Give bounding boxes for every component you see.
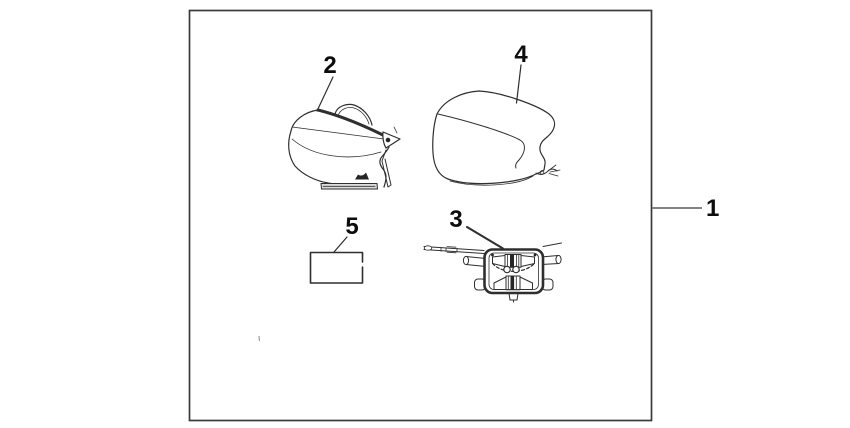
bag-drawstring-tassels <box>547 164 561 177</box>
callout-2-leader-line <box>316 76 334 112</box>
bag-bottom-hem <box>449 175 534 186</box>
case-front-edge <box>379 146 390 188</box>
callout-2: 2 <box>316 52 337 112</box>
case-lid-band <box>316 108 389 139</box>
kit-frame-border <box>188 9 653 422</box>
callout-3-number: 3 <box>449 206 462 233</box>
bracket-upper-clamp-stripe <box>510 254 514 268</box>
bag-outline <box>432 90 556 185</box>
case-crease-line <box>291 138 382 158</box>
callout-2-number: 2 <box>323 52 336 79</box>
callout-3: 3 <box>449 206 505 250</box>
bracket-crossbar-left-cap <box>462 255 470 266</box>
callout-1: 1 <box>652 195 719 222</box>
callout-4-number: 4 <box>514 41 528 68</box>
case-lock <box>382 131 401 149</box>
part-inner-bag <box>432 90 561 186</box>
bracket-crossbar-right-cap <box>555 254 562 265</box>
bracket-right-lead <box>542 242 562 247</box>
callout-3-leader-line <box>465 225 505 250</box>
part-blank-label <box>309 251 364 284</box>
case-seam-line <box>291 126 385 140</box>
case-strap <box>381 149 392 188</box>
case-handle <box>334 103 373 126</box>
callout-5-number: 5 <box>345 213 358 240</box>
bracket-screw-left <box>491 253 494 257</box>
bracket-roller-left <box>503 265 511 274</box>
bracket-lower-clamp-stripe <box>510 276 515 290</box>
part-top-box-case <box>288 103 401 190</box>
bracket-rod-wraps <box>440 246 458 254</box>
callout-1-number: 1 <box>706 195 719 222</box>
bracket-bottom-tab <box>508 293 519 303</box>
bracket-left-rod <box>423 246 485 254</box>
bracket-rod-eyelet <box>423 245 433 251</box>
bag-seam <box>437 113 525 169</box>
bag-drawstring-knot <box>539 170 545 175</box>
bracket-lower-clamp-hatch <box>507 276 517 290</box>
case-lock-hook <box>393 126 398 134</box>
callout-5-leader-line <box>333 236 348 253</box>
case-lock-barrel <box>385 137 391 143</box>
callout-4: 4 <box>514 41 528 104</box>
bracket-upper-clamp-hatch <box>507 254 520 268</box>
honda-wing-icon <box>355 172 369 180</box>
bracket-screw-right <box>533 253 537 257</box>
callout-4-leader-line <box>515 64 522 104</box>
case-lid-corner <box>290 109 319 132</box>
callout-5: 5 <box>333 213 359 253</box>
label-rectangle <box>309 251 364 284</box>
bracket-roller-right <box>512 265 520 274</box>
case-handle-inner <box>337 107 370 125</box>
part-mounting-bracket <box>423 242 562 303</box>
